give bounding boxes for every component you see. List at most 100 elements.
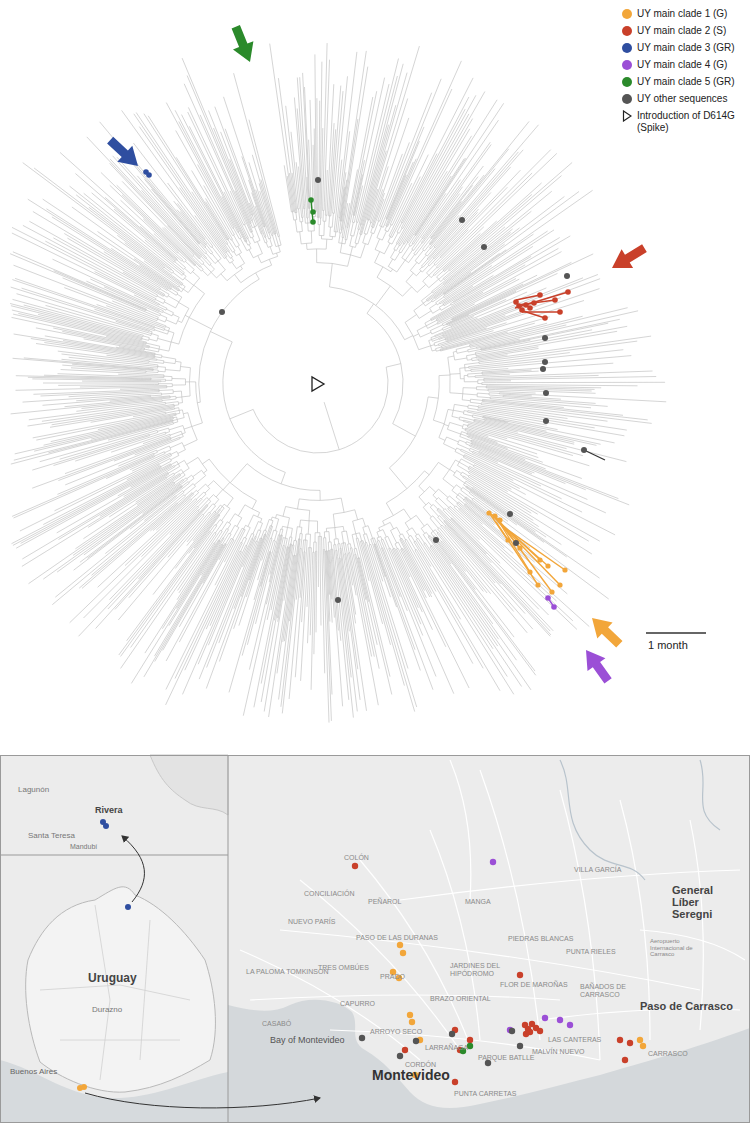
- tree-branch: [412, 553, 473, 664]
- tree-branch: [433, 228, 520, 295]
- tree-branch: [227, 498, 233, 506]
- tree-branch: [261, 553, 287, 702]
- tree-branch: [401, 217, 404, 223]
- tree-branch: [300, 549, 301, 559]
- tree-branch: [265, 519, 269, 530]
- tree-branch: [437, 510, 442, 516]
- tree-branch: [474, 420, 486, 423]
- tree-branch: [325, 551, 326, 556]
- tree-branch: [318, 536, 319, 542]
- tree-branch: [461, 475, 464, 477]
- tree-branch: [338, 218, 340, 232]
- tree-branch: [440, 546, 536, 675]
- tree-branch: [352, 215, 354, 222]
- tree-branch: [486, 371, 539, 374]
- tree-branch: [428, 537, 432, 542]
- tree-branch: [446, 252, 562, 314]
- tree-branch: [291, 132, 298, 197]
- tree-branch: [324, 532, 325, 538]
- tree-branch: [452, 163, 572, 268]
- tree-branch: [461, 451, 465, 453]
- tree-branch: [445, 293, 451, 297]
- tree-branch: [373, 538, 375, 544]
- tree-branch: [450, 320, 463, 325]
- tree-branch: [411, 535, 415, 541]
- tree-branch: [271, 517, 272, 520]
- tree-branch: [456, 485, 461, 489]
- tree-branch: [177, 552, 212, 608]
- tree-branch: [299, 520, 301, 527]
- tree-branch: [257, 539, 262, 553]
- tree-branch: [468, 469, 481, 476]
- tree-branch: [350, 548, 352, 551]
- tree-branch: [355, 561, 375, 657]
- tree-branch: [340, 548, 341, 551]
- tree-branch: [169, 475, 180, 482]
- tree-branch: [323, 538, 324, 550]
- tree-branch: [444, 424, 449, 426]
- tree-branch: [306, 540, 307, 546]
- tree-arc: [389, 397, 428, 468]
- tree-branch: [392, 217, 396, 225]
- tree-branch: [464, 236, 571, 298]
- tree-branch: [201, 494, 206, 499]
- tree-branch: [293, 540, 295, 545]
- tree-branch: [425, 320, 431, 323]
- tree-branch: [309, 140, 311, 198]
- tree-branch: [423, 507, 431, 517]
- tree-branch: [318, 207, 319, 217]
- tree-branch: [344, 226, 346, 238]
- tree-branch: [449, 278, 583, 331]
- tree-branch: [337, 560, 354, 717]
- tree-branch: [367, 223, 371, 235]
- tree-branch: [463, 487, 470, 492]
- tree-branch: [302, 214, 303, 217]
- tree-arc: [214, 481, 234, 498]
- tree-branch: [194, 476, 205, 485]
- tree-branch: [205, 489, 210, 494]
- tree-branch: [468, 477, 474, 481]
- tree-branch: [407, 230, 415, 242]
- tree-branch: [184, 484, 194, 492]
- tree-branch: [428, 324, 438, 329]
- tree-branch: [295, 220, 297, 232]
- tree-branch: [401, 243, 408, 253]
- tree-branch: [462, 399, 470, 401]
- tree-branch: [74, 495, 172, 570]
- tree-branch: [442, 539, 483, 591]
- tree-branch: [182, 482, 188, 487]
- tree-branch: [462, 432, 468, 434]
- tree-branch: [447, 499, 455, 507]
- tree-branch: [354, 218, 356, 222]
- tree-branch: [377, 227, 382, 238]
- tree-branch: [472, 357, 477, 359]
- tree-branch: [433, 309, 441, 314]
- tree-branch: [470, 466, 477, 470]
- tree-branch: [288, 544, 290, 554]
- tree-branch: [189, 478, 194, 482]
- tree-branch: [359, 566, 377, 645]
- tree-branch: [289, 544, 291, 554]
- tree-branch: [223, 482, 230, 490]
- tree-branch: [474, 492, 567, 557]
- tree-branch: [459, 510, 465, 515]
- tree-branch: [333, 514, 335, 528]
- tree-branch: [486, 385, 501, 386]
- tree-branch: [472, 359, 478, 361]
- tree-branch: [361, 76, 397, 217]
- tree-branch: [303, 540, 304, 544]
- tree-branch: [478, 406, 485, 407]
- tree-branch: [350, 97, 373, 215]
- tree-branch: [339, 221, 341, 233]
- tree-branch: [484, 379, 494, 380]
- tree-branch: [220, 507, 222, 510]
- tree-branch: [415, 536, 417, 539]
- tree-branch: [443, 262, 451, 269]
- tree-branch: [355, 229, 359, 243]
- tree-branch: [409, 255, 415, 263]
- tree-branch: [422, 265, 429, 272]
- tree-branch: [310, 100, 313, 188]
- tree-branch: [321, 128, 323, 206]
- tree-branch: [486, 387, 491, 388]
